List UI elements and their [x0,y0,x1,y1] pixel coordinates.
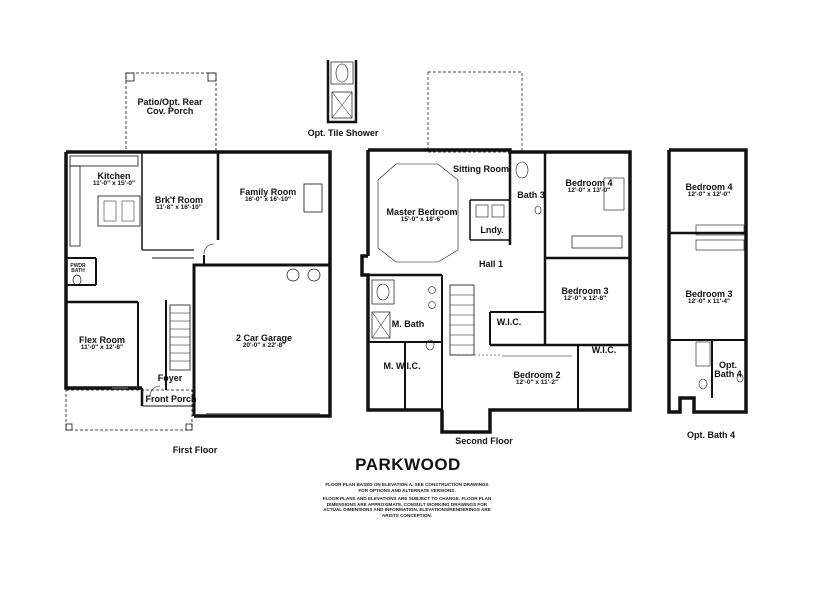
hall-1-label: Hall 1 [478,259,503,269]
bedroom-2-name: Bedroom 2 [513,370,561,380]
master-wic-label: M. W.I.C. [383,361,421,371]
powder-bath-label: PWDR BATH [67,263,89,275]
garage-dims: 20'-0" x 22'-8" [242,342,286,350]
master-bedroom-name: Master Bedroom [386,207,458,217]
laundry-label: Lndy. [480,225,504,235]
wic-label: W.I.C. [496,317,522,327]
plan-note-2: FLOOR PLANS AND ELEVATIONS ARE SUBJECT T… [322,496,492,519]
garage-name: 2 Car Garage [235,333,293,343]
second-floor-caption: Second Floor [455,436,513,446]
first-floor-caption: First Floor [172,445,218,455]
kitchen-dims: 11'-0" x 15'-0" [92,180,136,188]
garage-label: 2 Car Garage 20'-0" x 22'-8" [226,333,302,350]
opt-bath-4-caption: Opt. Bath 4 [686,430,735,440]
patio-label: Patio/Opt. Rear Cov. Porch [137,97,203,117]
opt-bedroom-4-dims: 12'-0" x 12'-0" [687,191,731,199]
master-bedroom-label: Master Bedroom 15'-0" x 18'-6" [382,207,462,224]
front-porch-label: Front Porch [145,394,197,404]
plan-note-1: FLOOR PLAN BASED ON ELEVATION A. SEE CON… [325,482,489,493]
bath-3-label: Bath 3 [517,190,545,200]
bedroom-3-label: Bedroom 3 12'-0" x 12'-8" [552,286,618,303]
opt-bedroom-3-label: Bedroom 3 12'-0" x 11'-4" [676,289,742,306]
opt-bath-4-plan [667,148,748,414]
master-bedroom-dims: 15'-0" x 18'-6" [400,216,444,224]
opt-bedroom-4-label: Bedroom 4 12'-0" x 12'-0" [676,182,742,199]
opt-tile-shower-caption: Opt. Tile Shower [307,128,379,138]
flex-room-name: Flex Room [78,335,125,345]
foyer-label: Foyer [157,373,183,383]
flex-room-dims: 11'-0" x 12'-8" [80,344,124,352]
family-room-name: Family Room [239,187,297,197]
wic-2-label: W.I.C. [591,345,617,355]
first-floor-plan [64,72,332,431]
opt-bedroom-3-name: Bedroom 3 [685,289,733,299]
master-bath-label: M. Bath [391,319,425,329]
powder-bath-sub: BATH [71,268,85,275]
bedroom-2-dims: 12'-0" x 11'-2" [515,379,559,387]
family-room-dims: 16'-0" x 16'-10" [244,196,292,204]
opt-bath-4-room-label: Opt. Bath 4 [714,360,742,380]
kitchen-label: Kitchen 11'-0" x 15'-0" [86,171,142,188]
powder-bath-name: PWDR [70,263,86,269]
bedroom-4-name: Bedroom 4 [565,178,613,188]
family-room-label: Family Room 16'-0" x 16'-10" [230,187,306,204]
breakfast-room-label: Brk'f Room 11'-8" x 16'-10" [146,195,212,212]
bedroom-4-dims: 12'-0" x 13'-0" [567,187,611,195]
sitting-room-label: Sitting Room [453,164,509,174]
opt-tile-shower-plan [326,60,358,124]
breakfast-room-name: Brk'f Room [154,195,204,205]
opt-bedroom-3-dims: 12'-0" x 11'-4" [687,298,731,306]
flex-room-label: Flex Room 11'-0" x 12'-8" [70,335,134,352]
second-floor-plan [360,71,632,434]
kitchen-name: Kitchen [97,171,131,181]
opt-bedroom-4-name: Bedroom 4 [685,182,733,192]
bedroom-3-name: Bedroom 3 [561,286,609,296]
breakfast-room-dims: 11'-8" x 16'-10" [156,204,202,212]
bedroom-4-label: Bedroom 4 12'-0" x 13'-0" [556,178,622,195]
plan-title: PARKWOOD [355,455,461,474]
bedroom-2-label: Bedroom 2 12'-0" x 11'-2" [506,370,568,387]
bedroom-3-dims: 12'-0" x 12'-8" [563,295,607,303]
